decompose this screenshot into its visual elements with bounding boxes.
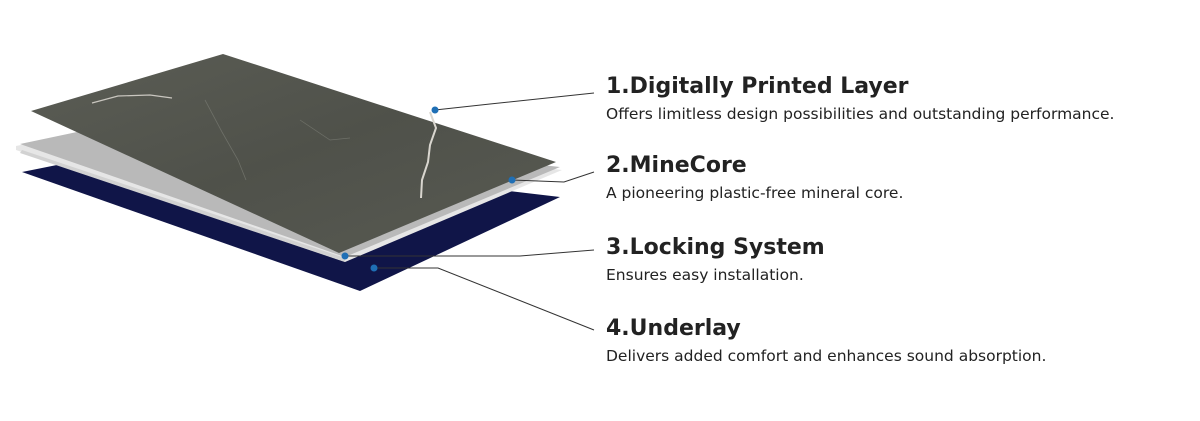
locking-system-edge: [20, 150, 345, 262]
marker-dot-2: [508, 176, 516, 184]
stone-vein: [420, 111, 438, 199]
layer-description: Offers limitless design possibilities an…: [606, 105, 1115, 123]
layer-title: 3.Locking System: [606, 235, 825, 260]
stone-vein: [91, 94, 173, 104]
layer-label-4: 4.Underlay Delivers added comfort and en…: [606, 316, 1046, 366]
layer-label-2: 2.MineCore A pioneering plastic-free min…: [606, 153, 903, 203]
leader-line-4: [374, 267, 595, 331]
layer-title: 2.MineCore: [606, 153, 747, 178]
digitally-printed-layer: [31, 54, 556, 253]
marker-dot-1: [431, 106, 439, 114]
layer-description: A pioneering plastic-free mineral core.: [606, 184, 904, 202]
leader-line-1: [434, 92, 595, 111]
layer-description: Delivers added comfort and enhances soun…: [606, 347, 1047, 365]
layer-label-1: 1.Digitally Printed Layer Offers limitle…: [606, 74, 1115, 124]
stone-vein: [299, 119, 351, 141]
layer-description: Ensures easy installation.: [606, 266, 804, 284]
marker-dot-3: [341, 252, 349, 260]
marker-dot-4: [370, 264, 378, 272]
leader-line-3: [345, 249, 595, 257]
leader-line-2: [511, 171, 595, 183]
layer-title: 1.Digitally Printed Layer: [606, 74, 909, 99]
layer-title: 4.Underlay: [606, 316, 741, 341]
layer-label-3: 3.Locking System Ensures easy installati…: [606, 235, 825, 285]
stone-vein: [204, 99, 247, 181]
